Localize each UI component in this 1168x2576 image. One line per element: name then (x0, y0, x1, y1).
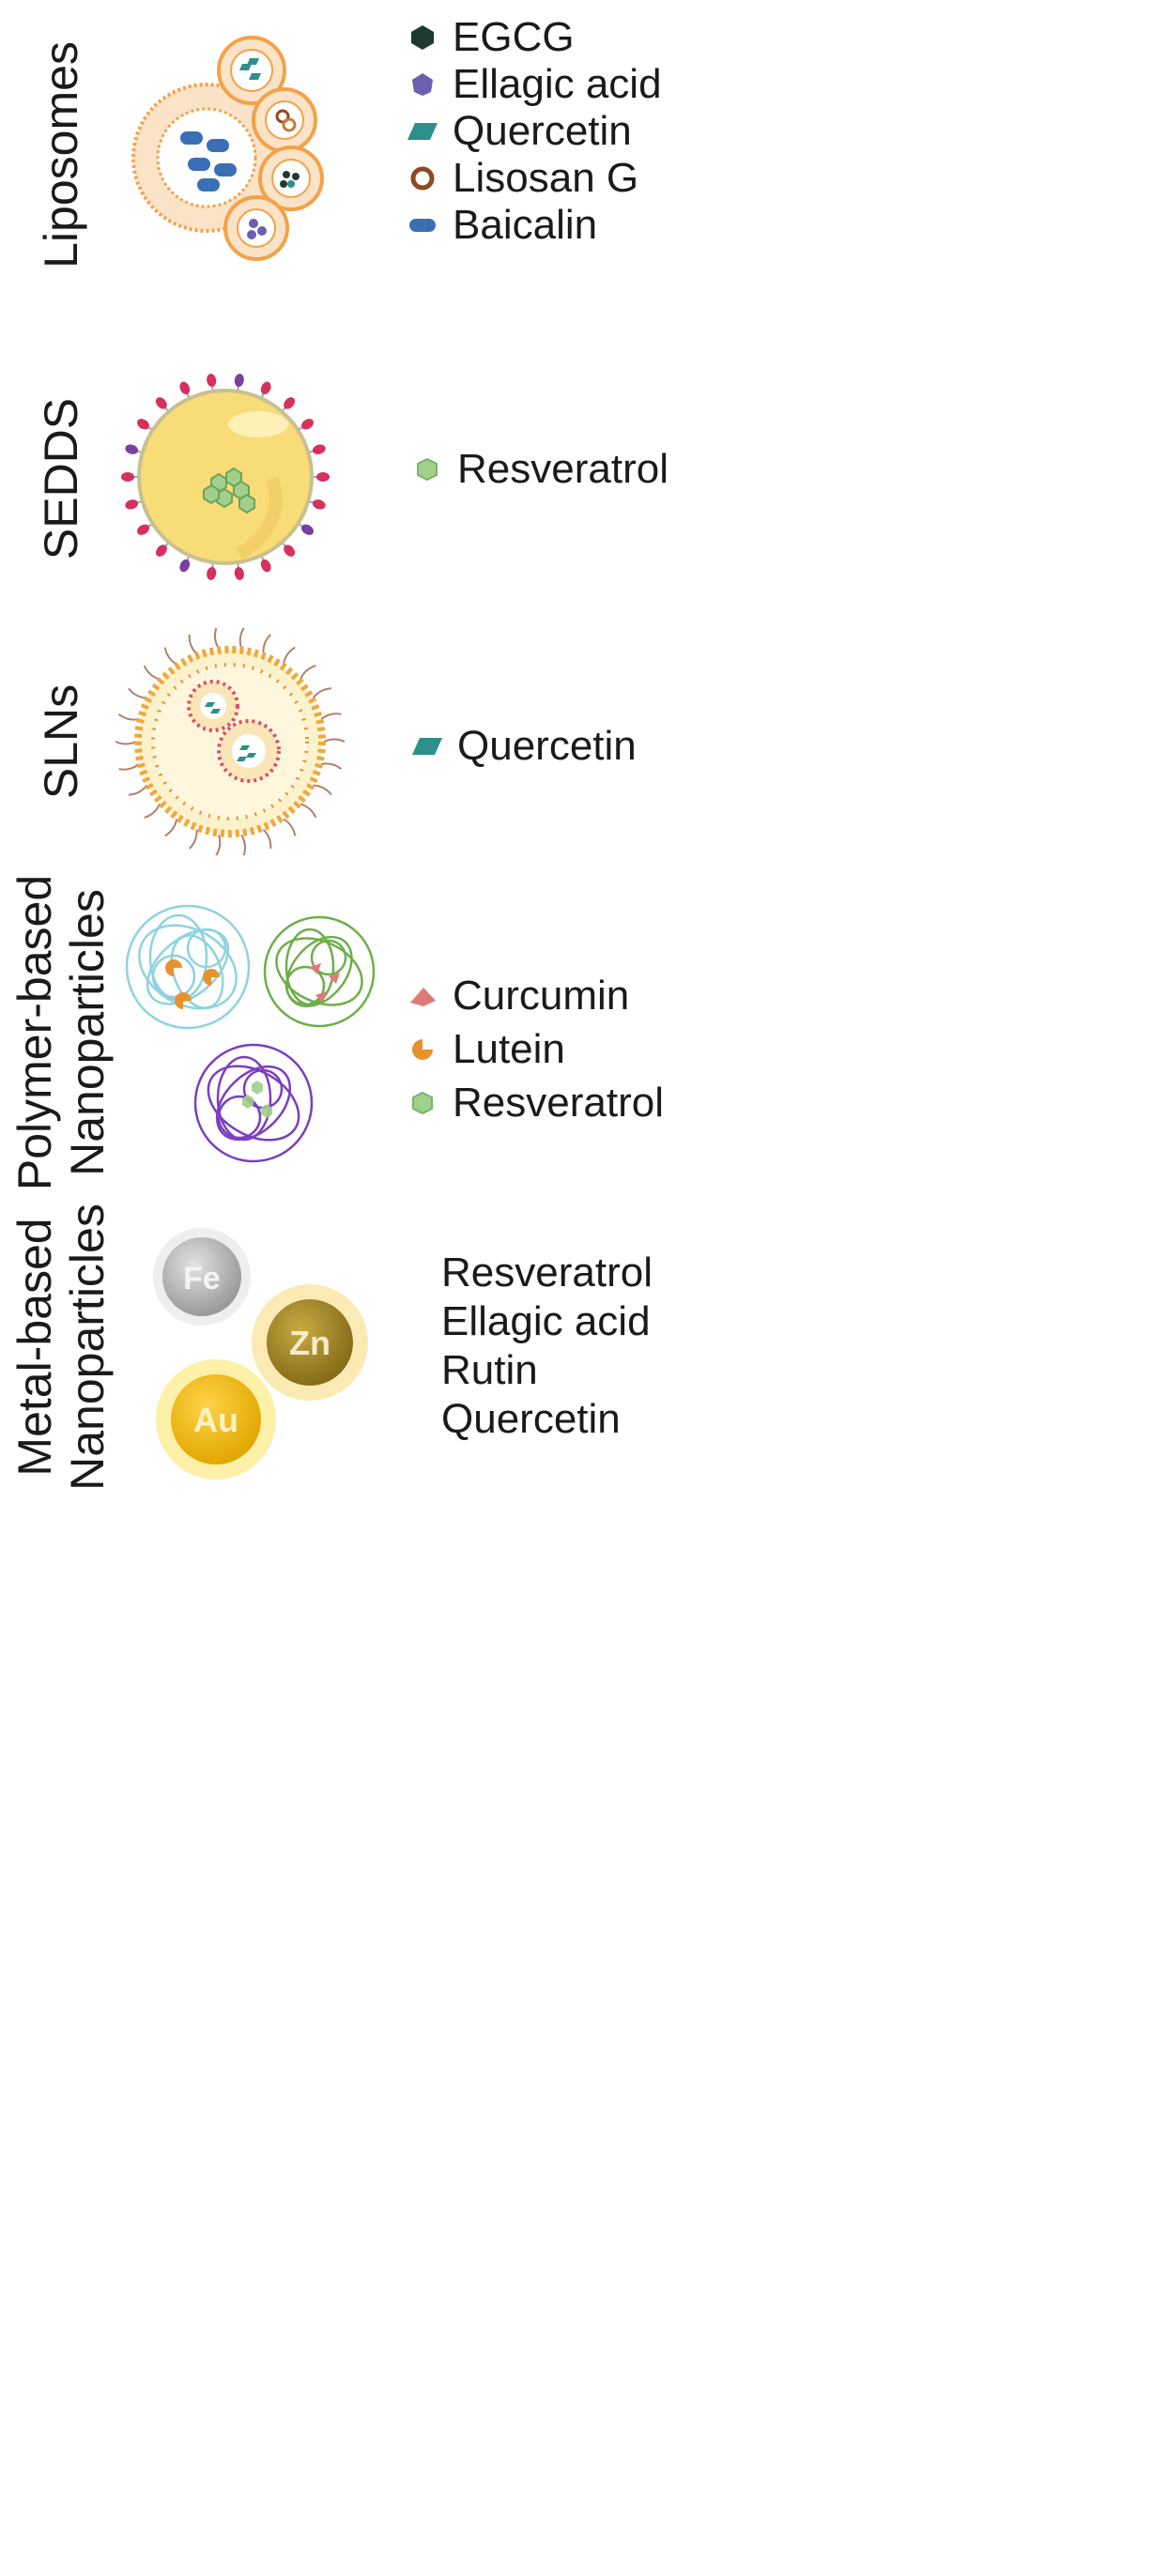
legend-item: EGCG (404, 14, 662, 61)
polymer-illustration (125, 904, 376, 1163)
metal-label-fe: Fe (183, 1261, 221, 1296)
section-label: SEDDS (0, 357, 122, 601)
curcumin-triangle-icon (404, 977, 441, 1015)
section-slns: SLNs Quercetin (0, 620, 1168, 864)
liposomes-legend: EGCG Ellagic acid Quercetin Lisosan G Ba… (404, 14, 662, 249)
lutein-pacman-icon (404, 1031, 441, 1068)
section-polymer: Polymer-based Nanoparticles (0, 875, 1168, 1190)
section-label: SLNs (0, 620, 122, 864)
legend-item: Baicalin (404, 202, 662, 249)
sln-illustration (115, 627, 346, 856)
polymer-legend: Curcumin Lutein Resveratrol (404, 969, 664, 1129)
label-line: Metal-based (8, 1218, 61, 1477)
baicalin-pill-icon (404, 207, 441, 244)
label-line: SEDDS (35, 397, 87, 560)
label-line: SLNs (35, 683, 87, 800)
lisosan-g-ring-icon (404, 160, 441, 197)
metal-illustration: Fe Zn Au (153, 1228, 368, 1480)
legend-item: Quercetin (408, 723, 637, 770)
egcg-hexagon-icon (404, 19, 441, 56)
section-liposomes: Liposomes (0, 0, 1168, 310)
section-label: Polymer-based Nanoparticles (0, 875, 122, 1190)
label-line: Nanoparticles (61, 1204, 114, 1491)
section-metal: Metal-based Nanoparticles Fe Zn Au Resve… (0, 1192, 1168, 1502)
metal-label-au: Au (193, 1401, 238, 1439)
list-item: Ellagic acid (441, 1298, 651, 1344)
metal-label-zn: Zn (289, 1324, 330, 1362)
label-line: Nanoparticles (61, 889, 114, 1176)
slns-legend: Quercetin (408, 723, 637, 770)
quercetin-parallelogram-icon (404, 113, 441, 150)
legend-item: Resveratrol (408, 446, 669, 493)
legend-item: Ellagic acid (404, 61, 662, 108)
list-item: Resveratrol (441, 1250, 653, 1296)
sedds-legend: Resveratrol (408, 446, 669, 493)
legend-item: Lutein (404, 1022, 664, 1076)
ellagic-acid-icon (404, 66, 441, 103)
legend-item: Lisosan G (404, 155, 662, 202)
quercetin-parallelogram-icon (408, 728, 446, 765)
section-label: Liposomes (0, 0, 122, 310)
legend-item: Resveratrol (404, 1076, 664, 1129)
section-label: Metal-based Nanoparticles (0, 1192, 122, 1502)
legend-item: Curcumin (404, 969, 664, 1022)
legend-item: Quercetin (404, 108, 662, 155)
resveratrol-hexagon-icon (404, 1084, 441, 1122)
sedds-illustration (121, 374, 330, 580)
label-line: Liposomes (35, 41, 87, 268)
label-line: Polymer-based (8, 874, 61, 1191)
list-item: Quercetin (441, 1396, 621, 1442)
list-item: Rutin (441, 1347, 538, 1393)
section-sedds: SEDDS Resveratrol (0, 357, 1168, 601)
resveratrol-hexagon-icon (408, 451, 446, 488)
liposome-illustration (131, 36, 324, 261)
metal-compound-list: Resveratrol Ellagic acid Rutin Quercetin (441, 1249, 653, 1444)
